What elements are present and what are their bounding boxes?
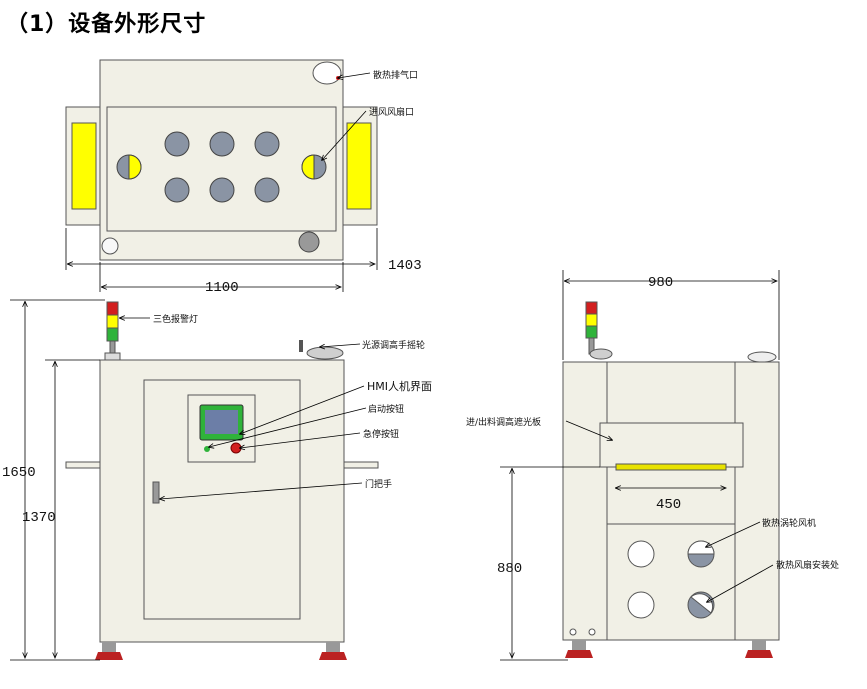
tower-light-green-icon <box>106 327 119 342</box>
top-view <box>65 59 378 261</box>
label-tower-light: 三色报警灯 <box>153 313 198 325</box>
side-tower-red-icon <box>585 301 598 315</box>
right-yellow-panel <box>346 122 372 210</box>
fan-icon <box>164 131 190 157</box>
estop-button[interactable] <box>230 442 242 454</box>
fan-icon <box>209 177 235 203</box>
fan-port-icon <box>627 591 655 619</box>
dim-side-height: 880 <box>497 561 522 577</box>
foot-icon <box>752 640 766 650</box>
foot-pad-icon <box>745 650 773 658</box>
label-handle: 门把手 <box>365 478 392 490</box>
intake-fan-left-half-icon <box>128 154 142 180</box>
crank-wheel-icon[interactable] <box>306 346 344 360</box>
side-view <box>562 301 780 658</box>
tower-light-pole-icon <box>109 340 116 354</box>
exhaust-port-icon <box>312 61 342 85</box>
dim-body-height: 1370 <box>22 510 56 526</box>
side-crank-icon <box>589 348 613 360</box>
fan-port-icon <box>627 540 655 568</box>
label-fan-mount: 散热风扇安装处 <box>776 559 839 571</box>
foot-icon <box>102 642 116 652</box>
side-indicator-icon <box>588 628 596 636</box>
side-left-column <box>562 361 608 641</box>
label-crank: 光源调高手摇轮 <box>362 339 425 351</box>
label-start: 启动按钮 <box>368 403 404 415</box>
label-intake: 进风风扇口 <box>369 106 414 118</box>
fan-icon <box>254 131 280 157</box>
conveyor-yellow-icon <box>615 463 727 471</box>
side-indicator-icon <box>569 628 577 636</box>
fan-icon <box>209 131 235 157</box>
leader-lines <box>120 72 774 602</box>
foot-icon <box>572 640 586 650</box>
label-estop: 急停按钮 <box>363 428 399 440</box>
hmi-display <box>205 410 238 434</box>
dim-front-width: 1100 <box>205 280 239 296</box>
foot-icon <box>326 642 340 652</box>
top-crank-icon <box>298 231 320 253</box>
left-yellow-panel <box>71 122 97 210</box>
side-right-column <box>734 361 780 641</box>
foot-pad-icon <box>319 652 347 660</box>
dim-total-height: 1650 <box>2 465 36 481</box>
side-lower-panel <box>606 523 736 641</box>
dimension-lines <box>10 228 780 661</box>
foot-pad-icon <box>565 650 593 658</box>
top-knob-icon <box>101 237 119 255</box>
label-turbo-fan: 散热涡轮风机 <box>762 517 816 529</box>
top-panel <box>106 106 337 232</box>
side-exhaust-icon <box>747 351 777 363</box>
dim-side-width: 980 <box>648 275 673 291</box>
side-tower-green-icon <box>585 325 598 339</box>
front-view <box>65 301 379 660</box>
page-title: （1）设备外形尺寸 <box>6 12 207 37</box>
foot-pad-icon <box>95 652 123 660</box>
dim-top-width: 1403 <box>388 258 422 274</box>
left-conveyor-front <box>65 461 101 469</box>
tower-light-red-icon <box>106 301 119 316</box>
side-tower-yellow-icon <box>585 313 598 327</box>
right-conveyor-front <box>343 461 379 469</box>
label-shield: 进/出料调高遮光板 <box>466 416 541 428</box>
light-shield <box>599 422 744 468</box>
fan-icon <box>254 177 280 203</box>
intake-fan-right-half-icon <box>301 154 315 180</box>
door-handle[interactable] <box>152 481 160 504</box>
tower-light-base-icon <box>104 352 121 361</box>
fan-icon <box>164 177 190 203</box>
label-exhaust: 散热排气口 <box>373 69 418 81</box>
tower-light-yellow-icon <box>106 314 119 329</box>
label-hmi: HMI人机界面 <box>367 379 432 393</box>
dim-opening: 450 <box>656 497 681 513</box>
crank-handle-icon <box>299 340 303 352</box>
